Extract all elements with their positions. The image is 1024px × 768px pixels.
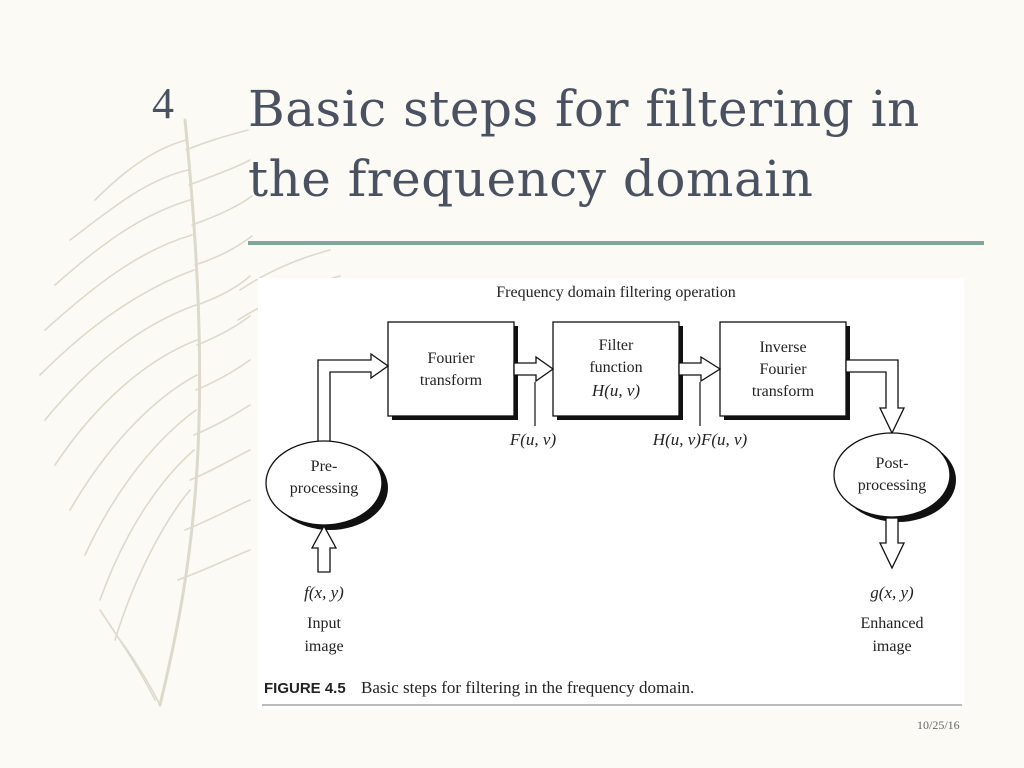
output-label-1: Enhanced xyxy=(860,615,923,632)
filter-function-box xyxy=(552,321,680,417)
pre-ellipse-label-2: processing xyxy=(290,480,358,497)
arrow-pre-to-fourier xyxy=(317,352,390,449)
fourier-box-label-2: transform xyxy=(420,372,483,389)
input-label-2: image xyxy=(304,638,343,655)
caption-text: Basic steps for filtering in the frequen… xyxy=(361,678,694,697)
figure-frequency-domain-filtering: Frequency domain filtering operation Fou… xyxy=(258,278,964,710)
slide-number: 4 xyxy=(152,79,174,128)
inverse-box-label-1: Inverse xyxy=(759,339,806,356)
input-function-label: f(x, y) xyxy=(304,583,344,602)
input-label-1: Input xyxy=(307,615,341,632)
figure-heading: Frequency domain filtering operation xyxy=(496,284,735,301)
inverse-box-label-2: Fourier xyxy=(759,361,807,378)
filter-box-label-2: function xyxy=(589,359,642,376)
slide-date: 10/25/16 xyxy=(917,718,960,732)
output-function-label: g(x, y) xyxy=(870,583,914,602)
arrow-inverse-to-post xyxy=(845,359,906,435)
fourier-box-label-1: Fourier xyxy=(427,350,475,367)
signal-F-label: F(u, v) xyxy=(509,430,557,449)
fourier-transform-box xyxy=(387,321,515,417)
post-ellipse-label-1: Post- xyxy=(876,455,909,472)
pre-ellipse-label-1: Pre- xyxy=(311,458,338,475)
slide-title: Basic steps for filtering in the frequen… xyxy=(248,74,988,214)
arrow-input-up xyxy=(310,524,338,573)
output-label-2: image xyxy=(872,638,911,655)
postprocessing-ellipse xyxy=(833,432,951,518)
arrow-output-down xyxy=(878,517,906,570)
inverse-box-label-3: transform xyxy=(752,383,815,400)
inverse-fourier-box xyxy=(719,321,847,417)
flow-diagram: Frequency domain filtering operation Fou… xyxy=(262,284,962,706)
slide-title-line-2: the frequency domain xyxy=(248,150,814,208)
filter-box-label-3: H(u, v) xyxy=(591,381,640,400)
signal-HF-label: H(u, v)F(u, v) xyxy=(652,430,748,449)
slide-title-line-1: Basic steps for filtering in xyxy=(248,80,920,138)
arrow-filter-to-inverse xyxy=(678,355,722,383)
post-ellipse-label-2: processing xyxy=(858,477,926,494)
title-divider xyxy=(248,241,984,245)
arrow-fourier-to-filter xyxy=(513,355,555,383)
filter-box-label-1: Filter xyxy=(599,337,634,354)
caption-label: FIGURE 4.5 xyxy=(264,680,346,697)
